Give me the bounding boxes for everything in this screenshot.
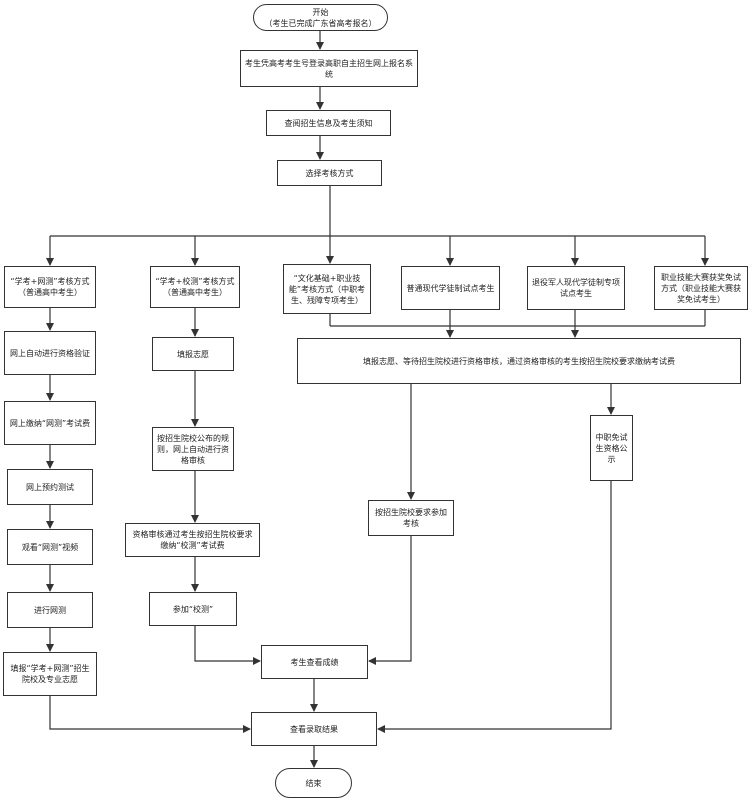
b-qualification-review: 按招生院校公布的规则，网上自动进行资格审核 [152,427,234,471]
arrow-b5-scores [194,626,261,665]
attend-exam-node: 按招生院校要求参加考核 [368,500,454,536]
merged-review-node: 填报志愿、等待招生院校进行资格审核，通过资格审核的考生按招生院校要求缴纳考试费 [297,338,741,384]
review-info-node: 查阅招生信息及考生须知 [266,110,391,136]
exempt-publicity-node: 中职免试生资格公示 [590,415,633,481]
arrow-exam-scores [368,536,412,665]
login-system-node: 考生凭高考考生号登录高职自主招生网上报名系统 [240,50,418,87]
method-apprenticeship: 普通现代学徒制试点考生 [401,266,500,310]
end-node: 结束 [275,768,352,798]
a-qualification-check: 网上自动进行资格验证 [4,331,96,375]
a-watch-video: 观看“网测”视频 [7,529,93,565]
method-xuekao-xiaoce: “学考+校测”考核方式（普通高中考生） [150,266,240,308]
a-pay-fee: 网上缴纳“网测”考试费 [4,401,96,445]
a-take-test: 进行网测 [7,592,93,628]
b-fill-preference: 填报志愿 [152,337,234,371]
method-skill-competition: 职业技能大赛获奖免试方式（职业技能大赛获奖免试考生） [654,266,748,310]
a-fill-preference: 填报“学考+网测”招生院校及专业志愿 [3,652,97,696]
arrow-publicize-results [377,481,612,733]
view-results-node: 查看录取结果 [251,712,377,746]
view-scores-node: 考生查看成绩 [261,645,368,679]
b-attend-school-test: 参加“校测” [149,592,237,626]
b-pay-school-test-fee: 资格审核通过考生按招生院校要求缴纳“校测”考试费 [125,523,260,557]
method-xuekao-wangce: “学考+网测”考核方式（普通高中考生） [4,266,96,308]
method-veteran-apprenticeship: 退役军人现代学徒制专项试点考生 [527,266,625,310]
arrow-a7-results [49,696,251,733]
start-node: 开始 （考生已完成广东省高考报名） [253,4,388,31]
method-culture-skill: “文化基础+职业技能”考核方式（中职考生、残障专项考生） [283,264,371,314]
a-book-test: 网上预约测试 [7,469,93,505]
choose-method-node: 选择考核方式 [277,160,382,186]
